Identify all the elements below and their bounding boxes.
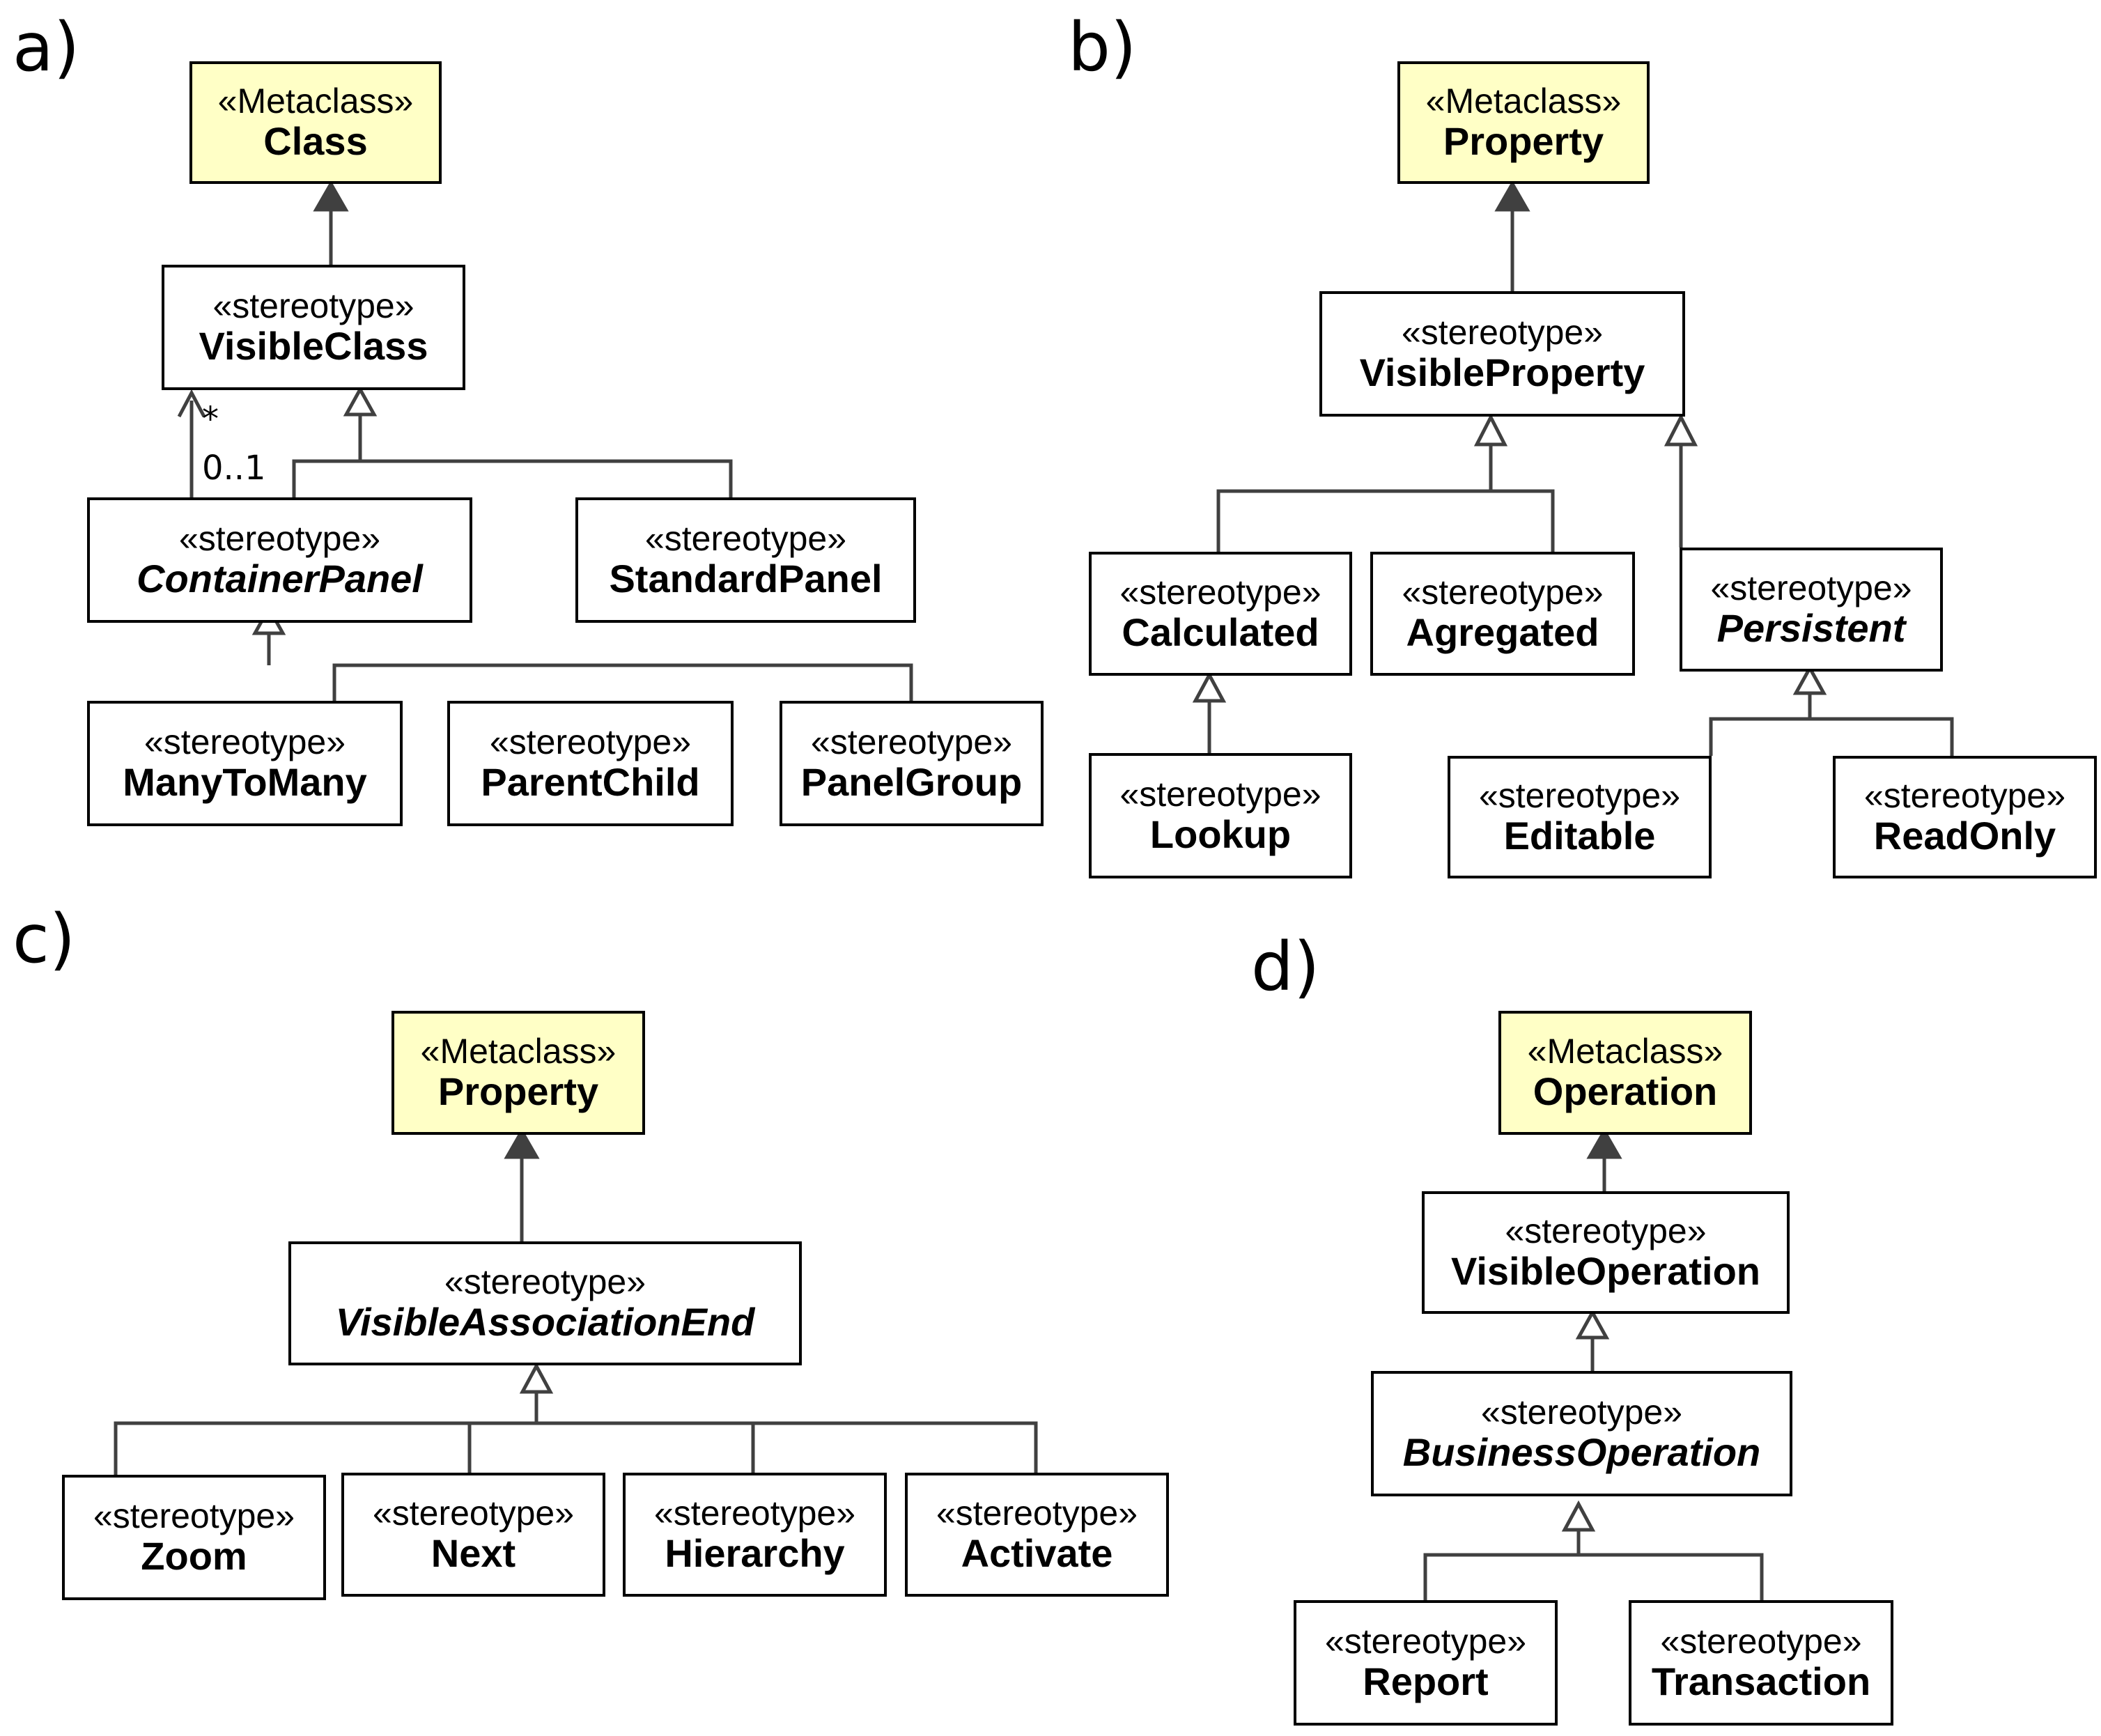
visible-property-box[interactable]: «stereotype» VisibleProperty <box>1319 291 1685 417</box>
business-operation-box[interactable]: «stereotype» BusinessOperation <box>1371 1371 1792 1496</box>
editable-box[interactable]: «stereotype» Editable <box>1448 756 1712 878</box>
box-stereotype-label: «stereotype» <box>1119 774 1321 814</box>
box-stereotype-label: «stereotype» <box>1505 1211 1707 1250</box>
box-name-label: Property <box>1443 118 1604 163</box>
box-stereotype-label: «stereotype» <box>1710 568 1912 607</box>
persistent-box[interactable]: «stereotype» Persistent <box>1680 548 1943 672</box>
box-name-label: ContainerPanel <box>137 556 423 600</box>
box-stereotype-label: «stereotype» <box>810 722 1013 761</box>
box-stereotype-label: «stereotype» <box>1480 1392 1683 1432</box>
box-name-label: Property <box>437 1069 599 1113</box>
box-stereotype-label: «stereotype» <box>1401 312 1604 352</box>
box-name-label: Report <box>1363 1659 1489 1703</box>
box-stereotype-label: «stereotype» <box>1324 1621 1527 1661</box>
box-name-label: VisibleOperation <box>1451 1248 1760 1293</box>
container-panel-box[interactable]: «stereotype» ContainerPanel <box>87 497 472 623</box>
box-name-label: Agregated <box>1406 610 1599 654</box>
panel-label-d: d) <box>1251 928 1320 1006</box>
box-stereotype-label: «stereotype» <box>1119 572 1321 612</box>
box-name-label: Calculated <box>1122 610 1319 654</box>
hierarchy-box[interactable]: «stereotype» Hierarchy <box>623 1473 887 1597</box>
box-stereotype-label: «stereotype» <box>144 722 346 761</box>
box-name-label: Zoom <box>141 1533 247 1578</box>
agregated-box[interactable]: «stereotype» Agregated <box>1370 552 1635 676</box>
box-name-label: PanelGroup <box>800 759 1023 804</box>
report-box[interactable]: «stereotype» Report <box>1294 1600 1558 1726</box>
zoom-box[interactable]: «stereotype» Zoom <box>62 1475 326 1600</box>
box-stereotype-label: «stereotype» <box>212 286 414 325</box>
box-name-label: VisibleProperty <box>1359 350 1645 394</box>
transaction-box[interactable]: «stereotype» Transaction <box>1629 1600 1893 1726</box>
activate-box[interactable]: «stereotype» Activate <box>905 1473 1169 1597</box>
box-name-label: StandardPanel <box>609 556 883 600</box>
next-box[interactable]: «stereotype» Next <box>341 1473 605 1597</box>
panel-label-c: c) <box>13 900 76 978</box>
visible-association-end-box[interactable]: «stereotype» VisibleAssociationEnd <box>288 1241 802 1365</box>
box-stereotype-label: «Metaclass» <box>420 1031 617 1071</box>
visible-operation-box[interactable]: «stereotype» VisibleOperation <box>1422 1191 1790 1314</box>
box-name-label: BusinessOperation <box>1402 1429 1761 1474</box>
box-stereotype-label: «stereotype» <box>93 1496 295 1535</box>
box-name-label: VisibleAssociationEnd <box>335 1299 755 1344</box>
box-name-label: Class <box>263 118 368 163</box>
metaclass-class-box[interactable]: «Metaclass» Class <box>189 61 442 184</box>
panel-group-box[interactable]: «stereotype» PanelGroup <box>780 701 1044 826</box>
panel-label-b: b) <box>1068 8 1137 86</box>
box-name-label: Hierarchy <box>665 1530 845 1575</box>
panel-label-a: a) <box>13 8 80 86</box>
box-name-label: Transaction <box>1651 1659 1871 1703</box>
box-stereotype-label: «stereotype» <box>372 1493 575 1533</box>
box-stereotype-label: «stereotype» <box>489 722 692 761</box>
box-stereotype-label: «stereotype» <box>1478 775 1681 815</box>
box-stereotype-label: «Metaclass» <box>1425 81 1622 121</box>
box-name-label: ParentChild <box>481 759 700 804</box>
multiplicity-range: 0..1 <box>202 449 266 488</box>
box-stereotype-label: «stereotype» <box>653 1493 856 1533</box>
box-stereotype-label: «stereotype» <box>936 1493 1138 1533</box>
metaclass-property-box[interactable]: «Metaclass» Property <box>1397 61 1650 184</box>
box-name-label: ReadOnly <box>1873 813 2056 858</box>
box-name-label: VisibleClass <box>199 323 428 368</box>
box-stereotype-label: «Metaclass» <box>217 81 414 121</box>
multiplicity-star: * <box>202 400 219 439</box>
box-stereotype-label: «stereotype» <box>1660 1621 1862 1661</box>
box-stereotype-label: «stereotype» <box>644 518 847 558</box>
box-name-label: ManyToMany <box>123 759 367 804</box>
box-stereotype-label: «stereotype» <box>1863 775 2066 815</box>
box-name-label: Next <box>431 1530 516 1575</box>
parent-child-box[interactable]: «stereotype» ParentChild <box>447 701 734 826</box>
calculated-box[interactable]: «stereotype» Calculated <box>1089 552 1352 676</box>
box-stereotype-label: «stereotype» <box>1402 572 1604 612</box>
box-stereotype-label: «Metaclass» <box>1527 1031 1723 1071</box>
lookup-box[interactable]: «stereotype» Lookup <box>1089 753 1352 878</box>
standard-panel-box[interactable]: «stereotype» StandardPanel <box>575 497 916 623</box>
metaclass-operation-box[interactable]: «Metaclass» Operation <box>1498 1011 1752 1135</box>
box-name-label: Activate <box>961 1530 1113 1575</box>
box-stereotype-label: «stereotype» <box>178 518 381 558</box>
many-to-many-box[interactable]: «stereotype» ManyToMany <box>87 701 403 826</box>
box-stereotype-label: «stereotype» <box>444 1262 646 1301</box>
box-name-label: Operation <box>1533 1069 1718 1113</box>
visible-class-box[interactable]: «stereotype» VisibleClass <box>162 265 465 390</box>
readonly-box[interactable]: «stereotype» ReadOnly <box>1833 756 2097 878</box>
box-name-label: Persistent <box>1716 605 1906 650</box>
box-name-label: Lookup <box>1149 812 1292 856</box>
metaclass-property-box[interactable]: «Metaclass» Property <box>391 1011 645 1135</box>
box-name-label: Editable <box>1503 813 1656 858</box>
